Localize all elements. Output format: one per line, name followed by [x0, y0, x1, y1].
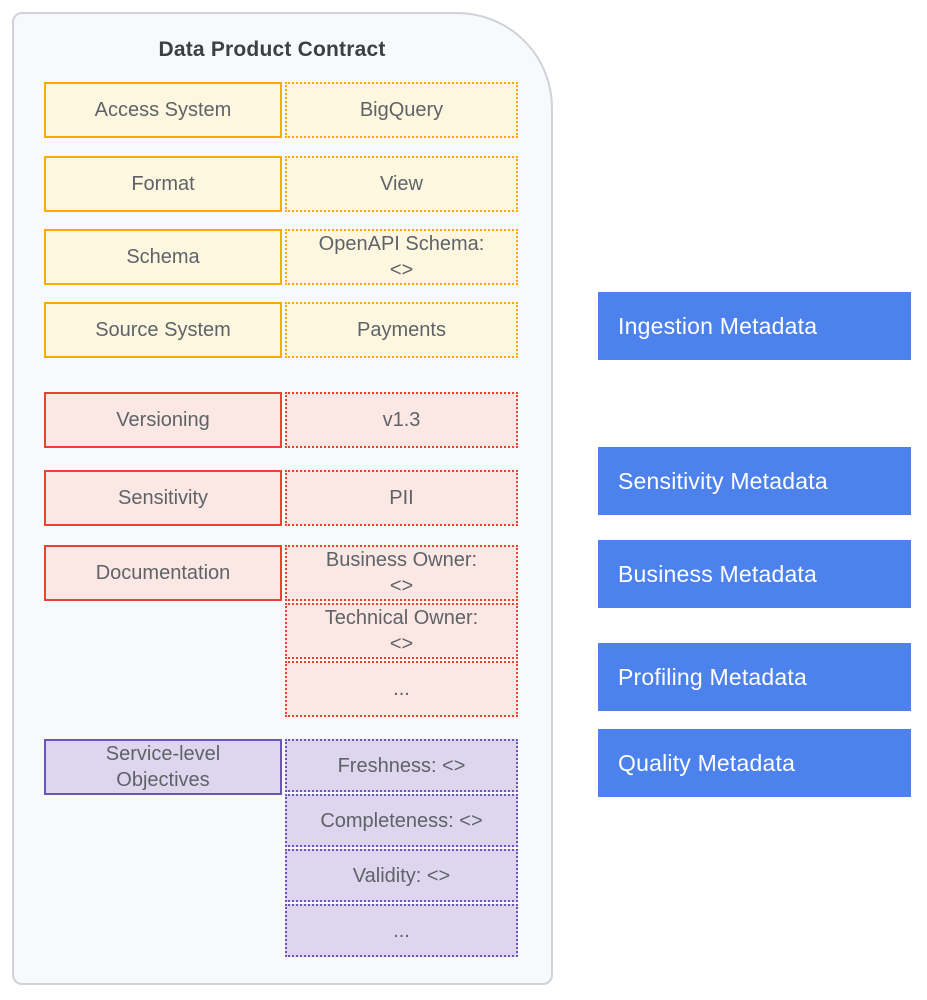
- row-documentation: Documentation Business Owner: <> Technic…: [44, 545, 518, 717]
- row-service-level-objectives: Service-level Objectives Freshness: <> C…: [44, 739, 518, 957]
- value-schema: OpenAPI Schema: <>: [285, 229, 518, 285]
- legend-profiling-metadata: Profiling Metadata: [598, 643, 911, 711]
- legend-business-metadata: Business Metadata: [598, 540, 911, 608]
- row-source-system: Source System Payments: [44, 302, 518, 358]
- value-validity: Validity: <>: [285, 849, 518, 902]
- value-format: View: [285, 156, 518, 212]
- legend-quality-metadata: Quality Metadata: [598, 729, 911, 797]
- value-access-system: BigQuery: [285, 82, 518, 138]
- value-slo-more: ...: [285, 904, 518, 957]
- data-product-contract-panel: Data Product Contract Access System BigQ…: [12, 12, 553, 985]
- value-documentation-more: ...: [285, 661, 518, 717]
- value-business-owner: Business Owner: <>: [285, 545, 518, 601]
- row-versioning: Versioning v1.3: [44, 392, 518, 448]
- documentation-values-stack: Business Owner: <> Technical Owner: <> .…: [285, 545, 518, 717]
- row-schema: Schema OpenAPI Schema: <>: [44, 229, 518, 285]
- legend-ingestion-metadata: Ingestion Metadata: [598, 292, 911, 360]
- label-documentation: Documentation: [44, 545, 282, 601]
- legend-sensitivity-metadata: Sensitivity Metadata: [598, 447, 911, 515]
- label-format: Format: [44, 156, 282, 212]
- row-format: Format View: [44, 156, 518, 212]
- value-versioning: v1.3: [285, 392, 518, 448]
- value-technical-owner: Technical Owner: <>: [285, 603, 518, 659]
- value-freshness: Freshness: <>: [285, 739, 518, 792]
- row-sensitivity: Sensitivity PII: [44, 470, 518, 526]
- label-sensitivity: Sensitivity: [44, 470, 282, 526]
- slo-values-stack: Freshness: <> Completeness: <> Validity:…: [285, 739, 518, 957]
- value-source-system: Payments: [285, 302, 518, 358]
- value-completeness: Completeness: <>: [285, 794, 518, 847]
- label-schema: Schema: [44, 229, 282, 285]
- label-versioning: Versioning: [44, 392, 282, 448]
- label-source-system: Source System: [44, 302, 282, 358]
- label-access-system: Access System: [44, 82, 282, 138]
- value-sensitivity: PII: [285, 470, 518, 526]
- panel-title: Data Product Contract: [158, 38, 386, 61]
- row-access-system: Access System BigQuery: [44, 82, 518, 138]
- label-service-level-objectives: Service-level Objectives: [44, 739, 282, 795]
